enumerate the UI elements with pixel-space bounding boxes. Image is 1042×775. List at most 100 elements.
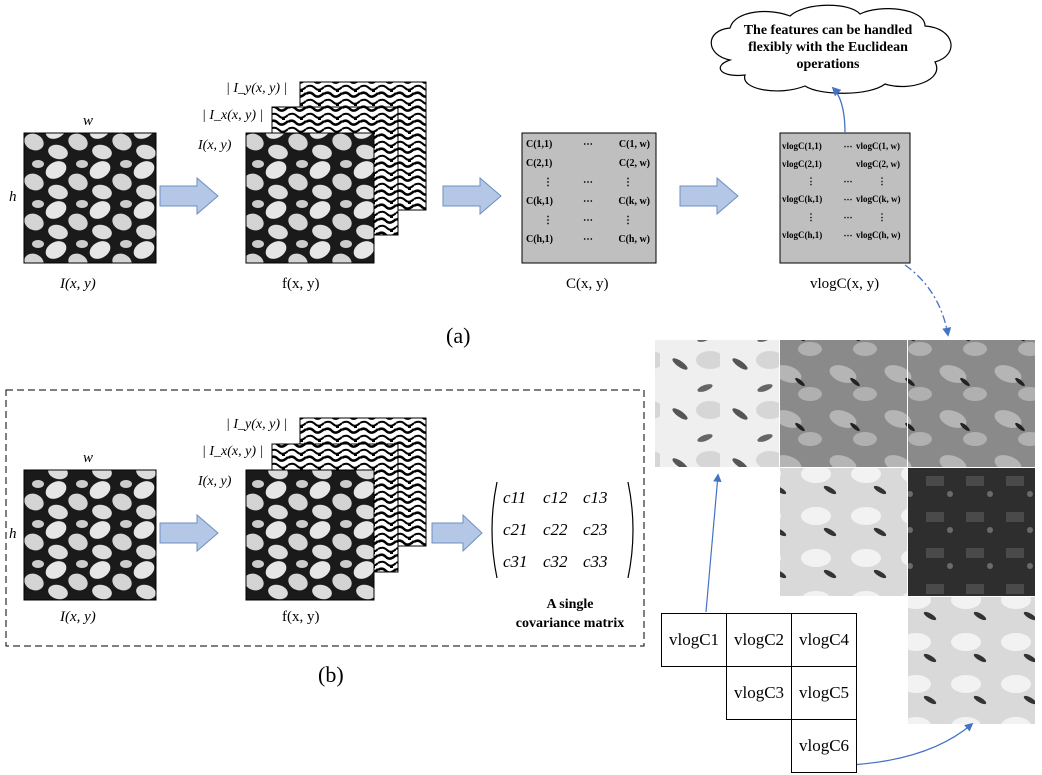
vlog-caption: vlogC(x, y) (810, 276, 880, 292)
flow-arrow (679, 176, 739, 216)
ix-label: | I_x(x, y) | (202, 108, 264, 123)
vlog-cell: ⋮ (806, 176, 816, 186)
input-caption-b: I(x, y) (60, 609, 96, 625)
feature-caption-b: f(x, y) (282, 609, 320, 625)
single-cov-matrix: c11 c12 c13 c21 c22 c23 c31 c32 c33 (503, 488, 625, 572)
vlog-cell: ⋮ (806, 212, 816, 222)
iy-label-b: | I_y(x, y) | (226, 417, 288, 432)
flow-arrow (442, 176, 502, 216)
vlog-cell: vlogC(k,1) (782, 194, 823, 204)
panel-b-label: (b) (318, 662, 344, 687)
iy-label: | I_y(x, y) | (226, 81, 288, 96)
connector-arrow-c6 (849, 722, 974, 766)
thought-cloud (710, 4, 952, 94)
cov-matrix-cells: C(1,1) ⋯ C(1, w) C(2,1) C(2, w) ⋮ ⋯ ⋮ C(k,1) ⋯… (526, 139, 654, 245)
input-texture-image-b (23, 469, 157, 601)
vlog-cell: vlogC(h,1) (782, 230, 823, 240)
vlog-map-6 (908, 597, 1035, 724)
vlog-cell: vlogC(2, w) (856, 159, 900, 169)
vlog-matrix-cells: vlogC(1,1)⋯vlogC(1, w) vlogC(2,1)vlogC(2… (782, 141, 910, 241)
vlog-grid-cell-4: vlogC4 (791, 613, 857, 667)
cov-cell: ⋯ (583, 196, 593, 207)
single-cov-caption: A single covariance matrix (495, 595, 645, 633)
width-label-b: w (83, 450, 94, 466)
height-label-b: h (9, 526, 17, 542)
cov-cell: ⋯ (583, 215, 593, 226)
input-texture-image (23, 132, 157, 264)
vlog-cell: vlogC(k, w) (856, 194, 901, 204)
feature-layer-image (245, 132, 375, 264)
image-layer-label-b: I(x, y) (198, 474, 232, 489)
vlog-cell: ⋮ (877, 212, 887, 222)
input-caption: I(x, y) (60, 276, 96, 292)
vlog-matrix-box (779, 132, 911, 264)
cov-cell: ⋯ (583, 139, 593, 150)
cov-cell: ⋯ (583, 177, 593, 188)
cov-caption: C(x, y) (566, 276, 609, 292)
cov-entry: c12 (543, 488, 568, 507)
cov-cell: ⋮ (543, 177, 553, 188)
cov-entry: c33 (583, 552, 608, 571)
feature-layer-image-b (245, 469, 375, 601)
vlog-cell: ⋯ (843, 212, 853, 222)
cov-entry: c22 (543, 520, 568, 539)
cov-cell: C(2,1) (526, 158, 553, 169)
single-cov-caption-line2: covariance matrix (515, 616, 625, 631)
image-layer-label: I(x, y) (198, 138, 232, 153)
cov-cell: C(2, w) (618, 158, 650, 169)
vlog-map-3 (780, 468, 907, 596)
cov-entry: c32 (543, 552, 568, 571)
feature-caption: f(x, y) (282, 276, 320, 292)
cov-cell: C(k, w) (618, 196, 650, 207)
cov-cell: ⋮ (543, 215, 553, 226)
vlog-cell: ⋮ (877, 176, 887, 186)
vlog-cell: vlogC(1,1) (782, 141, 822, 151)
cov-cell: ⋯ (583, 234, 593, 245)
vlog-cell: ⋯ (843, 194, 853, 204)
cov-cell: ⋮ (623, 177, 633, 188)
vlog-grid-cell-3: vlogC3 (726, 666, 792, 720)
vlog-grid-cell-5: vlogC5 (791, 666, 857, 720)
cov-cell: C(1,1) (526, 139, 553, 150)
vlog-grid-cell-6: vlogC6 (791, 719, 857, 773)
single-cov-caption-line1: A single (546, 597, 594, 612)
vlog-cell: vlogC(2,1) (782, 159, 822, 169)
vlog-grid-cell-2: vlogC2 (726, 613, 792, 667)
width-label: w (83, 113, 94, 129)
flow-arrow (431, 513, 483, 553)
cov-cell: C(k,1) (526, 196, 553, 207)
connector-dashdot-arrow (904, 264, 952, 337)
cov-cell: C(1, w) (618, 139, 650, 150)
vlog-cell: vlogC(h, w) (856, 230, 901, 240)
vlog-grid-cell-1: vlogC1 (661, 613, 727, 667)
cov-cell: C(h,1) (526, 234, 553, 245)
cov-cell: ⋮ (623, 215, 633, 226)
ix-label-b: | I_x(x, y) | (202, 444, 264, 459)
flow-arrow (159, 176, 219, 216)
cloud-text: The features can be handled flexibly wit… (743, 23, 913, 72)
flow-arrow (159, 513, 219, 553)
vlog-cell: ⋯ (843, 176, 853, 186)
vlog-map-2 (780, 340, 907, 467)
vlog-cell: ⋯ (843, 141, 853, 151)
cov-entry: c31 (503, 552, 528, 571)
vlog-map-4 (908, 340, 1035, 467)
matrix-right-paren (627, 481, 634, 579)
panel-a-label: (a) (446, 323, 471, 348)
vlog-cell: vlogC(1, w) (856, 141, 900, 151)
cov-entry: c11 (503, 488, 527, 507)
vlog-cell: ⋯ (843, 230, 853, 240)
height-label: h (9, 189, 17, 205)
cov-entry: c23 (583, 520, 608, 539)
vlog-map-5 (908, 468, 1035, 596)
connector-arrow-c1 (705, 473, 722, 613)
vlog-map-1 (655, 340, 779, 467)
cov-entry: c13 (583, 488, 608, 507)
connector-up-arrow (831, 86, 846, 134)
cov-cell: C(h, w) (618, 234, 650, 245)
panel-b-dashed-frame (5, 389, 645, 647)
matrix-left-paren (491, 481, 498, 579)
covariance-matrix-box (521, 132, 657, 264)
cov-entry: c21 (503, 520, 528, 539)
